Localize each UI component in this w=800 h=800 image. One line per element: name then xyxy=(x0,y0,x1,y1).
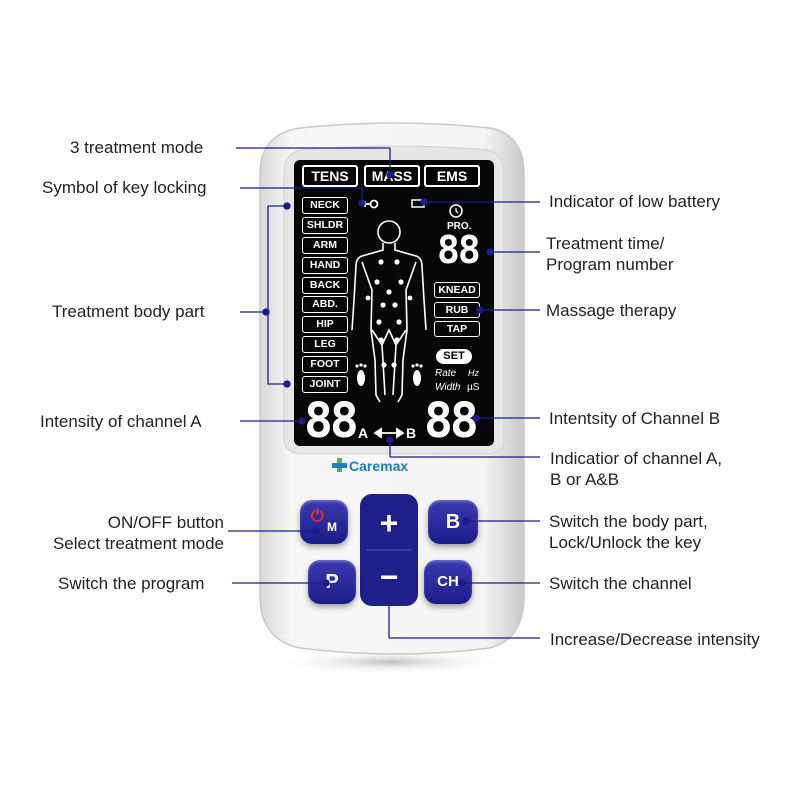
label-inc-dec: Increase/Decrease intensity xyxy=(550,630,760,649)
label-channel-indicator: Indicatior of channel A, B or A&B xyxy=(550,448,722,490)
pro-label: PRO. xyxy=(447,221,472,232)
mode-ems: EMS xyxy=(424,165,480,187)
label-switch-body-line2: Lock/Unlock the key xyxy=(549,533,702,552)
us-label: µS xyxy=(467,382,480,393)
body-part-button[interactable]: B xyxy=(428,500,478,544)
body-part-joint: JOINT xyxy=(302,376,348,393)
label-low-battery: Indicator of low battery xyxy=(549,192,721,211)
label-switch-channel: Switch the channel xyxy=(549,574,692,593)
mode-tens: TENS xyxy=(302,165,358,187)
body-part-abd: ABD. xyxy=(302,296,348,313)
label-switch-body: Switch the body part, Lock/Unlock the ke… xyxy=(549,511,708,553)
label-intensity-a: Intensity of channel A xyxy=(40,412,202,431)
foot-left-icon xyxy=(355,363,367,386)
body-part-hand: HAND xyxy=(302,257,348,274)
body-part-shldr: SHLDR xyxy=(302,217,348,234)
label-key-locking: Symbol of key locking xyxy=(42,178,207,197)
label-channel-indicator-line1: Indicatior of channel A, xyxy=(550,449,723,468)
foot-right-icon xyxy=(411,363,423,386)
plus-button[interactable]: + xyxy=(379,505,399,541)
body-part-leg: LEG xyxy=(302,336,348,353)
power-mode-label: M xyxy=(327,520,337,534)
label-treatment-mode: 3 treatment mode xyxy=(70,138,204,157)
body-part-back: BACK xyxy=(302,277,348,294)
channel-a-digits: 88 xyxy=(304,393,359,449)
massage-knead: KNEAD xyxy=(434,282,480,298)
rate-label: Rate xyxy=(435,368,457,379)
channel-b-digits: 88 xyxy=(424,393,479,449)
label-time: Treatment time/ Program number xyxy=(546,233,674,275)
set-badge: SET xyxy=(436,349,472,364)
label-on-off-line2: Select treatment mode xyxy=(52,534,224,553)
program-button[interactable]: P xyxy=(308,560,356,604)
hz-label: Hz xyxy=(468,368,479,378)
brand-name: Caremax xyxy=(349,458,409,474)
device-shadow xyxy=(275,650,505,674)
clock-icon xyxy=(449,204,463,218)
power-mode-button[interactable]: ⏻ M xyxy=(300,500,348,544)
mode-mass: MASS xyxy=(364,165,420,187)
massage-rub: RUB xyxy=(434,302,480,318)
minus-button[interactable]: − xyxy=(379,559,399,595)
label-time-line1: Treatment time/ xyxy=(546,234,665,253)
body-part-hip: HIP xyxy=(302,316,348,333)
channel-button[interactable]: CH xyxy=(424,560,472,604)
label-on-off: ON/OFF button Select treatment mode xyxy=(28,512,224,554)
body-part-neck: NECK xyxy=(302,197,348,214)
label-switch-program: Switch the program xyxy=(58,574,205,593)
label-switch-body-line1: Switch the body part, xyxy=(549,512,708,531)
label-intensity-b: Intentsity of Channel B xyxy=(549,409,721,428)
body-part-arm: ARM xyxy=(302,237,348,254)
channel-a-letter: A xyxy=(358,425,369,441)
label-massage: Massage therapy xyxy=(546,301,677,320)
label-time-line2: Program number xyxy=(546,255,674,274)
body-dots xyxy=(365,259,413,368)
body-part-foot: FOOT xyxy=(302,356,348,373)
timer-digits: 88 xyxy=(437,228,481,272)
channel-b-letter: B xyxy=(406,425,417,441)
label-body-part: Treatment body part xyxy=(52,302,205,321)
massage-tap: TAP xyxy=(434,321,480,337)
body-figure-icon xyxy=(351,220,427,403)
channel-arrow-icon xyxy=(373,427,405,439)
brand-logo-icon xyxy=(332,458,347,472)
label-on-off-line1: ON/OFF button xyxy=(107,513,224,532)
power-icon: ⏻ xyxy=(311,508,324,525)
width-label: Width xyxy=(435,382,461,393)
label-channel-indicator-line2: B or A&B xyxy=(550,470,619,489)
